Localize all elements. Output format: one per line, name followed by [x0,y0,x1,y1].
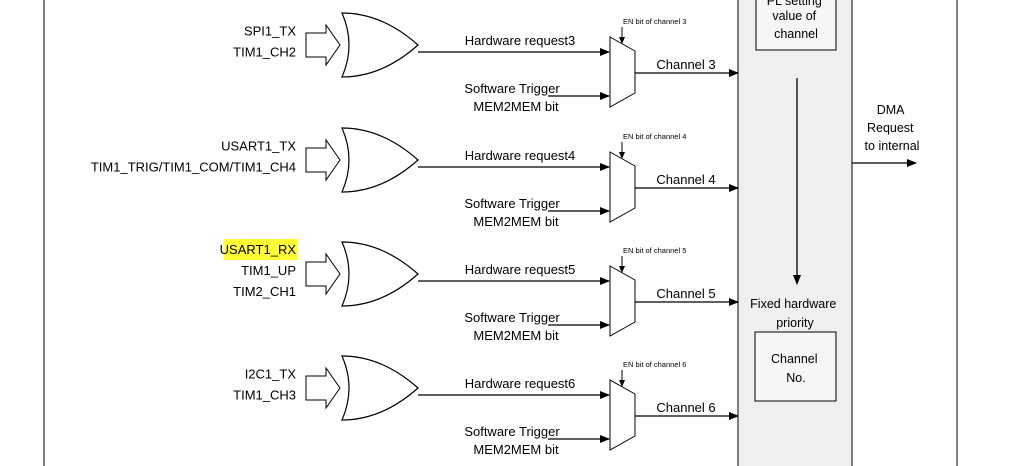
software-trigger-label: Software Trigger [464,424,560,439]
or-gate [341,127,419,193]
input-highlight [223,239,298,260]
channel-label: Channel 3 [656,57,715,72]
svg-text:Channel No.: Channel No. [771,352,821,385]
channel-label: Channel 6 [656,400,715,415]
channel-mux [609,265,636,337]
svg-text:Fixed hardware priority: Fixed hardware priority [750,297,840,330]
channel-label: Channel 4 [656,172,715,187]
channel-mux [609,151,636,223]
or-gate [341,241,419,307]
hardware-request-label: Hardware request4 [465,148,576,163]
input-signal-label: TIM1_CH2 [233,45,296,60]
mem2mem-bit-label: MEM2MEM bit [473,328,559,343]
or-gate [341,355,419,421]
software-trigger-label: Software Trigger [464,81,560,96]
channel-no-line-1: Channel [771,352,818,366]
mem2mem-bit-label: MEM2MEM bit [473,99,559,114]
channel-6-group: I2C1_TX TIM1_CH3 Hardware request6Software… [233,355,739,457]
input-signal-label: TIM1_CH3 [233,388,296,403]
pl-setting-box [755,0,837,51]
input-arrow [305,252,341,296]
pl-setting-line-1: PL setting [767,0,822,8]
channel-no-line-2: No. [786,371,805,385]
input-signal-label: TIM1_UP [241,263,296,278]
fixed-priority-line-1: Fixed hardware [750,297,836,311]
input-signal-label: TIM1_TRIG/TIM1_COM/TIM1_CH4 [91,160,296,175]
channel-3-group: SPI1_TX TIM1_CH2 Hardware request3Software… [233,12,739,114]
hardware-request-label: Hardware request5 [465,262,576,277]
hardware-request-label: Hardware request6 [465,376,576,391]
software-trigger-label: Software Trigger [464,310,560,325]
channel-4-group: USART1_TX TIM1_TRIG/TIM1_COM/TIM1_CH4 Hard… [91,127,739,229]
en-bit-label: EN bit of channel 5 [623,246,686,255]
software-trigger-label: Software Trigger [464,196,560,211]
or-gate [341,12,419,78]
output-line-1: DMA [877,103,905,117]
channel-no-box [754,331,837,402]
en-bit-label: EN bit of channel 4 [623,132,686,141]
output-line-3: to internal [865,139,920,153]
channel-mux [609,36,636,108]
input-signal-label: USART1_RX [220,242,297,257]
mem2mem-bit-label: MEM2MEM bit [473,214,559,229]
channel-label: Channel 5 [656,286,715,301]
input-signal-label: USART1_TX [221,139,296,154]
pl-setting-line-3: channel [774,27,818,41]
channel-5-group: USART1_RX TIM1_UP TIM2_CH1 Hardware request… [220,239,739,343]
pl-setting-line-2: value of [772,9,816,23]
en-bit-label: EN bit of channel 3 [623,17,686,26]
en-bit-label: EN bit of channel 6 [623,360,686,369]
input-arrow [305,138,341,182]
output-line-2: Request [867,121,914,135]
svg-text:PL setting value of ch: PL setting value of channel [767,0,826,41]
input-signal-label: I2C1_TX [245,367,297,382]
svg-text:DMA Request to interna: DMA Request to internal [865,103,920,153]
channel-mux [609,379,636,451]
fixed-priority-line-2: priority [776,316,814,330]
hardware-request-label: Hardware request3 [465,33,576,48]
input-arrow [305,366,341,410]
input-arrow [305,23,341,67]
mem2mem-bit-label: MEM2MEM bit [473,442,559,457]
input-signal-label: SPI1_TX [244,24,296,39]
input-signal-label: TIM2_CH1 [233,284,296,299]
